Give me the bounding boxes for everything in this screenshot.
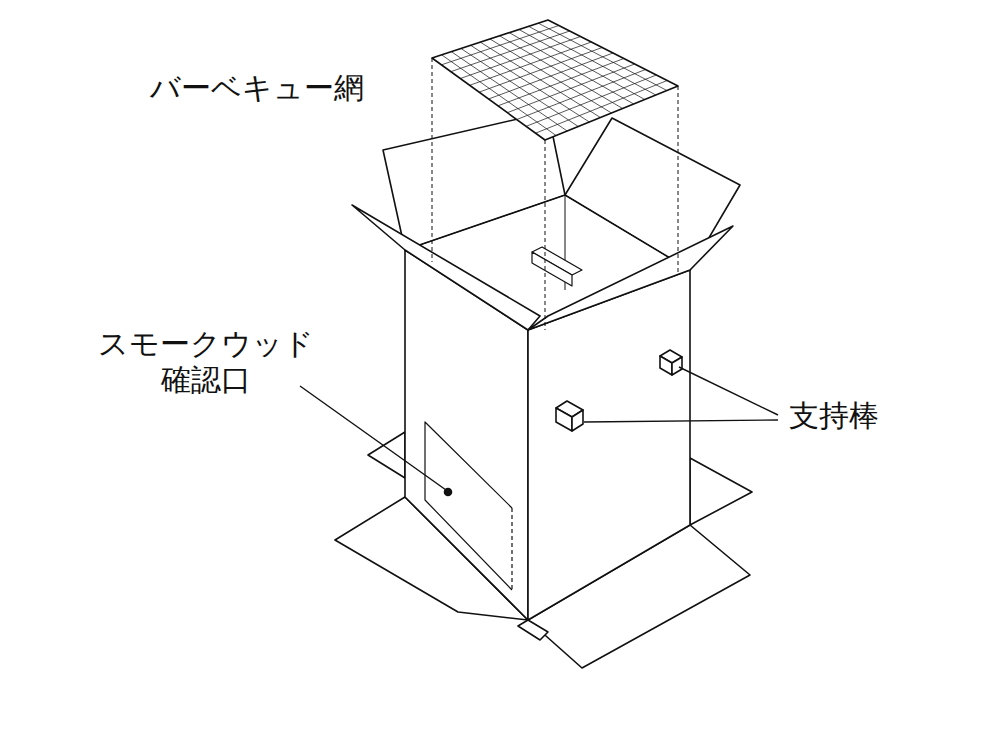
top-flap: [528, 226, 733, 330]
support-rod: [660, 350, 682, 375]
window-outline: [425, 422, 512, 590]
window-label: スモークウッド 確認口: [92, 326, 320, 398]
support-rod: [556, 401, 583, 431]
net-grid-line: [538, 23, 667, 90]
net-grid-line: [519, 30, 645, 100]
net-label: バーベキュー網: [150, 70, 364, 106]
bottom-flap: [518, 620, 548, 640]
top-flap: [352, 205, 540, 330]
inner-rod: [532, 252, 572, 286]
bottom-flap: [690, 458, 752, 525]
projection-lines: [432, 20, 678, 330]
rod-label: 支持棒: [789, 398, 879, 434]
net-grid-line: [517, 70, 646, 120]
net-grid-line: [529, 26, 656, 95]
box-face: [528, 270, 690, 620]
net-grid-line: [507, 64, 634, 113]
net-grid-line: [526, 75, 656, 126]
bbq-net: [432, 20, 678, 140]
window-outline: [511, 508, 512, 590]
net-grid-line: [498, 59, 624, 106]
net-grid-line: [536, 81, 668, 134]
net-grid-line: [509, 33, 633, 104]
net-grid-line: [500, 36, 623, 109]
leader-line: [300, 367, 778, 490]
